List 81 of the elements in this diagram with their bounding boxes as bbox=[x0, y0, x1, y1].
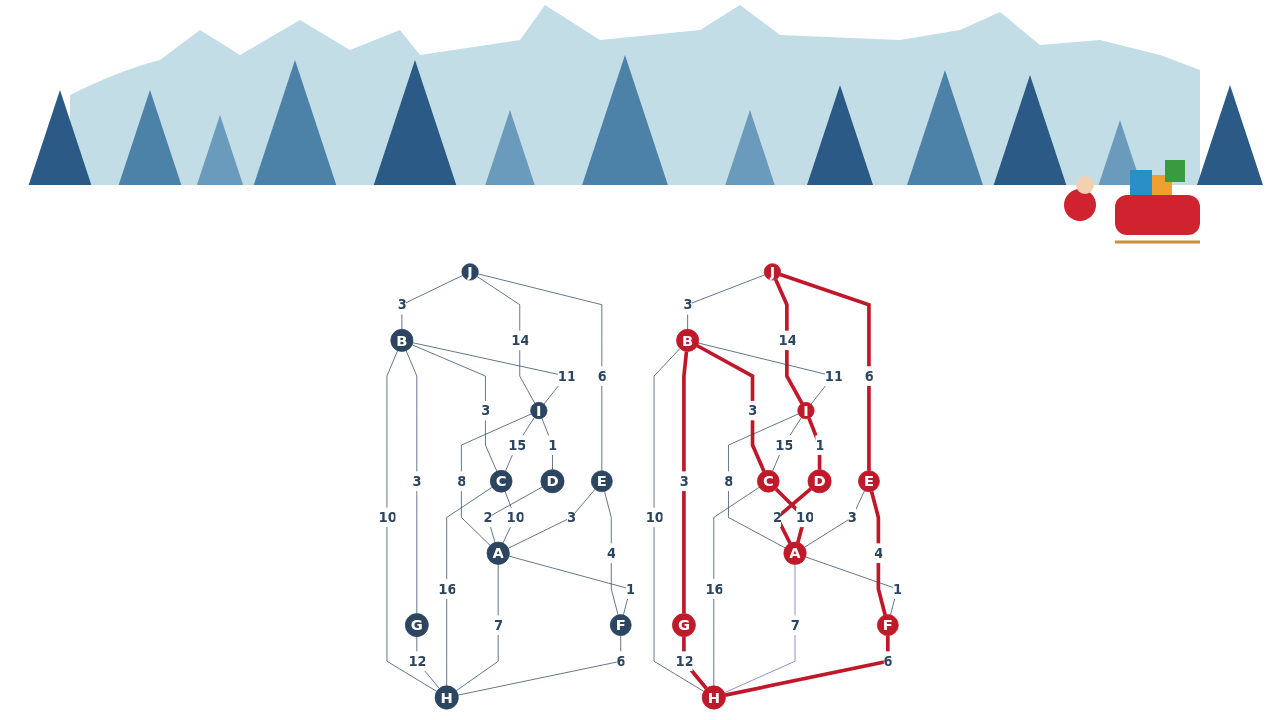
node-circle: C bbox=[489, 470, 513, 493]
connector bbox=[713, 486, 760, 687]
node-circle: D bbox=[540, 469, 565, 494]
node-circle: F bbox=[609, 614, 632, 636]
connector bbox=[653, 348, 705, 692]
edge-label: 1 bbox=[893, 581, 903, 597]
node-circle: G bbox=[672, 613, 696, 637]
connector bbox=[505, 417, 535, 472]
edge-label: 16 bbox=[705, 581, 724, 597]
edge-label: 12 bbox=[408, 653, 427, 669]
connector bbox=[724, 635, 890, 697]
edge-label: 3 bbox=[847, 509, 858, 526]
edge-label: 2 bbox=[772, 509, 783, 526]
edge-label: 6 bbox=[864, 368, 874, 384]
connector bbox=[446, 486, 493, 687]
node-circle: A bbox=[486, 541, 510, 565]
node-circle: D bbox=[807, 469, 832, 494]
edge-label: 3 bbox=[683, 297, 693, 313]
node-circle: G bbox=[404, 613, 429, 637]
edge-label: 15 bbox=[775, 437, 794, 453]
edge-label: 2 bbox=[483, 509, 493, 526]
connector bbox=[805, 556, 898, 616]
edge-label: 3 bbox=[481, 402, 491, 419]
edge-label: 4 bbox=[607, 545, 617, 561]
node-circle: F bbox=[876, 614, 899, 636]
edge-label: 6 bbox=[883, 653, 893, 669]
connector bbox=[386, 350, 438, 692]
connector bbox=[455, 564, 499, 692]
edge-label: 3 bbox=[566, 509, 577, 526]
node-circle: B bbox=[390, 328, 414, 352]
edge-label: 7 bbox=[493, 617, 504, 633]
connector bbox=[724, 564, 796, 694]
node-circle: E bbox=[590, 470, 613, 493]
connector bbox=[804, 490, 865, 548]
edge-label: 16 bbox=[438, 581, 457, 597]
edge-label: 3 bbox=[412, 473, 422, 489]
edge-label: 4 bbox=[874, 545, 884, 561]
edge-label: 1 bbox=[548, 437, 558, 453]
edge-label: 8 bbox=[724, 473, 734, 489]
connector bbox=[687, 274, 766, 330]
edge-label: 3 bbox=[748, 402, 758, 419]
connector bbox=[487, 486, 543, 543]
connector bbox=[416, 636, 440, 689]
connector bbox=[774, 278, 804, 405]
connector bbox=[461, 413, 532, 546]
node-circle: I bbox=[530, 401, 548, 420]
connector bbox=[476, 276, 536, 404]
edge-label: 8 bbox=[457, 473, 467, 489]
edge-label: 6 bbox=[616, 653, 626, 669]
connector bbox=[682, 351, 689, 614]
edge-label: 1 bbox=[625, 581, 636, 597]
connector bbox=[507, 488, 596, 549]
node-circle: A bbox=[783, 541, 807, 565]
connector bbox=[682, 636, 708, 690]
connector bbox=[869, 491, 887, 616]
connector bbox=[508, 555, 631, 616]
node-circle: E bbox=[858, 470, 880, 493]
edge-label: 15 bbox=[508, 437, 526, 453]
connector bbox=[457, 635, 622, 696]
node-circle: J bbox=[763, 263, 782, 281]
edge-label: 3 bbox=[679, 473, 689, 489]
node-circle: J bbox=[461, 263, 479, 281]
edge-label: 3 bbox=[397, 297, 407, 313]
edge-label: 12 bbox=[675, 653, 694, 669]
edge-label: 7 bbox=[790, 617, 801, 633]
node-circle: H bbox=[434, 685, 459, 710]
node-circle: I bbox=[797, 401, 815, 420]
edge-label: 1 bbox=[815, 437, 825, 453]
edge-label: 6 bbox=[597, 368, 607, 384]
connector bbox=[604, 491, 619, 616]
connector bbox=[401, 275, 463, 330]
connector bbox=[696, 344, 766, 472]
node-circle: C bbox=[757, 470, 780, 493]
connector bbox=[728, 413, 799, 549]
node-circle: H bbox=[701, 685, 726, 710]
connector bbox=[405, 350, 418, 614]
connector bbox=[772, 417, 802, 472]
edge-label: 11 bbox=[557, 368, 576, 384]
connector bbox=[411, 344, 498, 472]
edge-label: 11 bbox=[824, 368, 843, 384]
node-circle: B bbox=[676, 328, 700, 352]
